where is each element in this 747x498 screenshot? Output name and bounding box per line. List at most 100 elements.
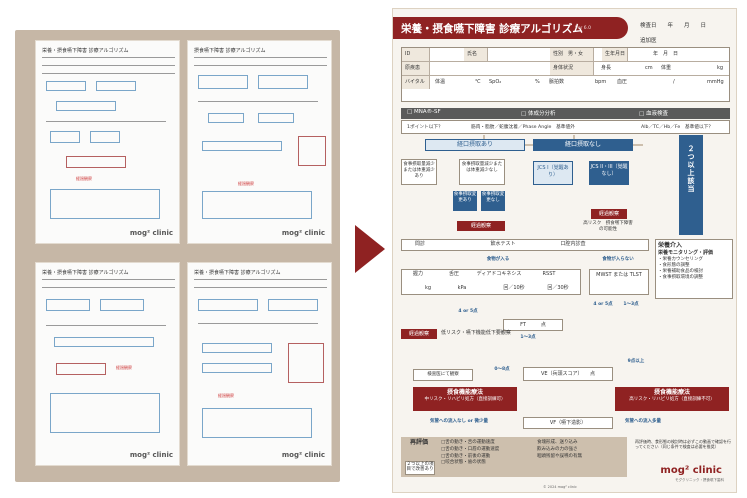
disease-label: 原疾患 bbox=[402, 62, 430, 75]
node-change-no: 食事摂取変更なし bbox=[481, 191, 505, 211]
node-intake-no-decrease: 食事摂取量減少または体重減少なし bbox=[459, 159, 505, 185]
two-or-more-banner bbox=[679, 135, 703, 235]
id-label: ID bbox=[402, 48, 430, 61]
height-unit: cm bbox=[645, 65, 653, 71]
exam-interview: 問診 bbox=[414, 241, 425, 247]
dob-value: 年 月 日 bbox=[653, 51, 679, 57]
keika-badge-2: 経過観察 bbox=[591, 209, 627, 219]
node-intake-decrease: 食事摂取量減少または体重減少あり bbox=[401, 159, 437, 185]
meas-tongue: 舌圧 bbox=[448, 271, 459, 277]
thumbnail-title: 栄養・摂食嚥下障害 診療アルゴリズム bbox=[42, 48, 129, 54]
node-jcs1: JCS I（覚醒あり） bbox=[533, 161, 573, 185]
re-eval-list-1: □舌の動き・舌の運動速度 □舌の動き・口唇の運動速度 □舌の動き・前後の運動 □… bbox=[441, 440, 500, 466]
thumbnail-logo: mog² clinic bbox=[281, 229, 325, 237]
exam-oral: 口腔内診査 bbox=[560, 241, 586, 247]
document-title: 栄養・摂食嚥下障害 診療アルゴリズム bbox=[401, 23, 583, 35]
temp-unit: ℃ bbox=[475, 79, 481, 85]
inspector-observe: 検査医にて観察 bbox=[413, 369, 473, 381]
thumbnail-title: 栄養・摂食嚥下障害 診療アルゴリズム bbox=[42, 270, 129, 276]
sex-label: 性別 男・女 bbox=[550, 48, 594, 61]
clinic-logo: mog² clinic bbox=[660, 465, 722, 476]
re-eval-list-2: 食塊形成、送り込み 飲み込みの力の強さ 咽頭残留や誤嚥の有無 bbox=[537, 440, 582, 459]
copyright: © 2024 mog² clinic bbox=[543, 485, 577, 489]
screening-criteria-row: 1ポイント以下？ 筋肉・脂肪／蛇腹沈着／Phase Angle 基準値外 Alb… bbox=[401, 120, 730, 134]
thumbnail-title: 栄養・摂食嚥下障害 診療アルゴリズム bbox=[194, 270, 281, 276]
low-risk-label: 低リスク・嚥下機能低下要観察 bbox=[441, 330, 511, 336]
meas-rsst: RSST bbox=[542, 271, 556, 277]
temp-label: 体温 bbox=[435, 79, 446, 85]
name-label: 氏名 bbox=[464, 48, 488, 61]
node-change-yes: 食事摂取変更あり bbox=[453, 191, 477, 211]
thumbnail-1: 栄養・摂食嚥下障害 診療アルゴリズム 経過観察 mog² clinic bbox=[35, 40, 180, 244]
keika-note: 高リスク 摂食嚥下障害の可能性 bbox=[583, 221, 633, 233]
document-header: 栄養・摂食嚥下障害 診療アルゴリズム Ver 6.0 bbox=[393, 17, 628, 39]
bp-separator: / bbox=[673, 79, 675, 85]
physical-label: 身体状況 bbox=[550, 62, 594, 75]
ve-box: VE（兵頭スコア） 点 bbox=[523, 367, 613, 381]
thumbnail-logo: mog² clinic bbox=[281, 451, 325, 459]
label-mwst-4-5: 4 or 5点 bbox=[593, 302, 613, 307]
treatment-high-risk: 摂食機能療法 高リスク・リハビリ処方（直接訓練不可） bbox=[615, 387, 729, 411]
blood-check[interactable]: □ 血液検査 bbox=[639, 111, 668, 117]
body-criterion: 筋肉・脂肪／蛇腹沈着／Phase Angle 基準値外 bbox=[471, 125, 575, 130]
mwst-box: MWST または TLST bbox=[589, 269, 649, 295]
unit-ddk: 回／10秒 bbox=[503, 285, 525, 291]
pulse-label: 脈拍数 bbox=[549, 79, 565, 85]
label-ft-1-3: 1〜3点 bbox=[520, 335, 536, 340]
thumbnail-2: 摂食嚥下障害 診療アルゴリズム 経過観察 mog² clinic bbox=[187, 40, 332, 244]
meas-ddk: ディアドコキネシス bbox=[476, 271, 522, 277]
label-ve-high: 9点以上 bbox=[627, 359, 645, 364]
label-ft-4-5: 4 or 5点 bbox=[458, 309, 478, 314]
weight-label: 体重 bbox=[661, 65, 672, 71]
preview-sheet: 栄養・摂食嚥下障害 診療アルゴリズム 経過観察 mog² clinic 摂食嚥下… bbox=[15, 30, 340, 482]
mna-check[interactable]: □ MNA®-SF bbox=[407, 109, 441, 115]
version-label: Ver 6.0 bbox=[575, 26, 591, 31]
two-or-more-text: ２つ以上該当 bbox=[687, 145, 695, 194]
label-inflow-small: 気管への流入なし or 微少量 bbox=[430, 419, 488, 424]
label-food-not-enter: 食物が入らない bbox=[602, 257, 634, 262]
unit-kpa: kPa bbox=[457, 285, 467, 291]
meas-grip: 握力 bbox=[412, 271, 423, 277]
mna-criterion: 1ポイント以下？ bbox=[407, 125, 443, 130]
nutrition-intervention: 栄養介入 栄養モニタリング・評価 ・栄養カウンセリング ・食形態の調整 ・栄養補… bbox=[655, 239, 733, 299]
label-food-enters: 食物が入る bbox=[486, 257, 510, 262]
node-jcs2: JCS II・III（覚醒なし） bbox=[589, 161, 629, 185]
weight-unit: kg bbox=[717, 65, 724, 71]
re-eval-panel bbox=[401, 437, 627, 477]
spo2-label: SpO₂ bbox=[489, 79, 502, 85]
label-ve-low: 0〜8点 bbox=[494, 367, 510, 372]
ft-box: FT 点 bbox=[503, 319, 563, 331]
patient-table: ID 氏名 性別 男・女 生年月日 年 月 日 原疾患 身体状況 身長 cm 体… bbox=[401, 47, 730, 102]
exam-row bbox=[401, 239, 649, 251]
height-label: 身長 bbox=[601, 65, 612, 71]
pulse-unit: bpm bbox=[595, 79, 607, 85]
label-inflow-large: 気管への流入多量 bbox=[625, 419, 661, 424]
vf-box: VF（嚥下造影） bbox=[523, 417, 613, 429]
screening-bar: □ MNA®-SF □ 体成分分析 □ 血液検査 bbox=[401, 108, 730, 119]
keika-badge-3: 経過観察 bbox=[401, 329, 437, 339]
exam-water: 飲水テスト bbox=[490, 241, 516, 247]
unit-kg: kg bbox=[424, 285, 432, 291]
algorithm-document: 栄養・摂食嚥下障害 診療アルゴリズム Ver 6.0 検査日 年 月 日 追加医… bbox=[392, 8, 737, 493]
label-mwst-1-3: 1〜3点 bbox=[623, 302, 639, 307]
thumbnail-title: 摂食嚥下障害 診療アルゴリズム bbox=[194, 48, 266, 54]
evaluator-label: 追加医 bbox=[640, 38, 657, 44]
vital-label: バイタル bbox=[402, 76, 430, 89]
dob-label: 生年月日 bbox=[602, 48, 628, 61]
keika-badge-1: 経過観察 bbox=[457, 221, 505, 231]
measurement-table bbox=[401, 269, 581, 295]
re-eval-title: 再評価 bbox=[409, 439, 428, 446]
unit-rsst: 回／30秒 bbox=[547, 285, 569, 291]
exam-date: 検査日 年 月 日 bbox=[640, 23, 707, 29]
body-check[interactable]: □ 体成分分析 bbox=[521, 111, 556, 117]
bp-unit: mmHg bbox=[707, 79, 724, 85]
blood-criterion: Alb／TC／Hb／Fe 基準値以下？ bbox=[641, 125, 714, 130]
bp-label: 血圧 bbox=[617, 79, 628, 85]
re-eval-note: 再評価時、食形態の検討時は必ずこの動画で確認を行ってください（同じ条件で検査は必… bbox=[635, 439, 731, 450]
thumbnail-logo: mog² clinic bbox=[129, 451, 173, 459]
oral-intake-yes: 経口摂取あり bbox=[425, 139, 525, 151]
arrow-right-icon bbox=[355, 225, 385, 273]
treatment-mid-risk: 摂食機能療法 中リスク・リハビリ処方（直接訓練可） bbox=[413, 387, 517, 411]
re-eval-hint: ２つ以上の項目で改善あり bbox=[405, 461, 435, 475]
